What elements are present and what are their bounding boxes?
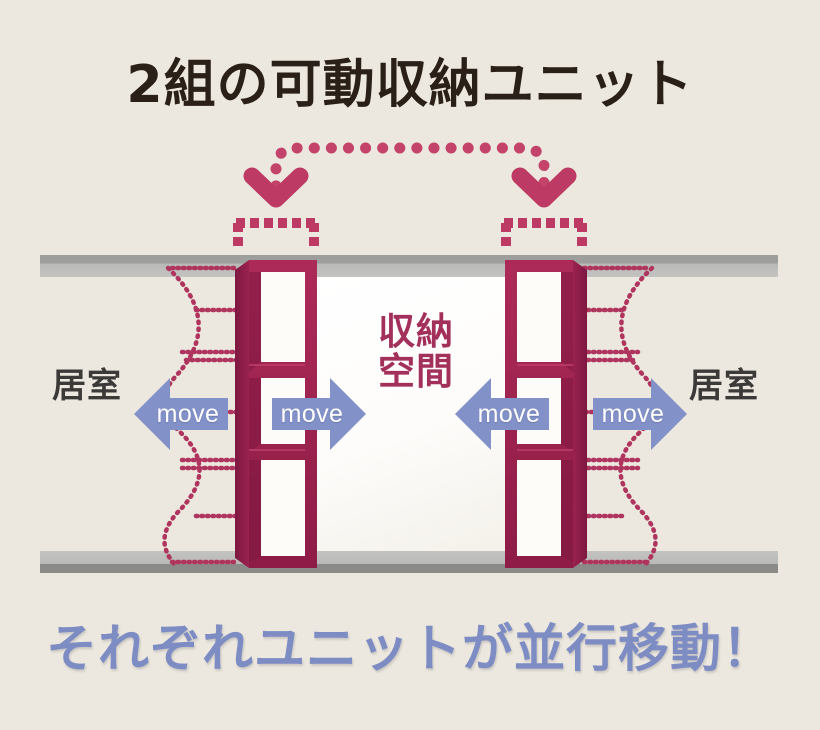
guide-bracket-right [501, 218, 587, 246]
room-label-right: 居室 [689, 366, 759, 406]
guide-arrows-group [233, 142, 587, 246]
storage-unit-right[interactable] [505, 260, 587, 568]
wall-top [40, 255, 778, 277]
storage-void-label: 収納 空間 [360, 312, 472, 392]
page-title: 2組の可動収納ユニット [126, 55, 694, 115]
move-arrow-right-outer[interactable]: move [591, 372, 689, 456]
move-arrow-left-inner[interactable]: move [270, 372, 368, 456]
guide-chevron-left [243, 167, 309, 208]
guide-arc [270, 142, 550, 192]
move-arrow-left-outer[interactable]: move [132, 372, 230, 456]
move-arrow-right-inner[interactable]: move [453, 372, 551, 456]
guide-chevron-right [511, 167, 577, 208]
storage-void-label-line1: 収納 [378, 310, 454, 353]
guide-bracket-left [233, 218, 319, 246]
room-label-left: 居室 [52, 366, 122, 406]
page-caption: それぞれユニットが並行移動！ [45, 620, 774, 679]
wall-bottom [40, 551, 778, 573]
storage-void-label-line2: 空間 [378, 349, 454, 393]
